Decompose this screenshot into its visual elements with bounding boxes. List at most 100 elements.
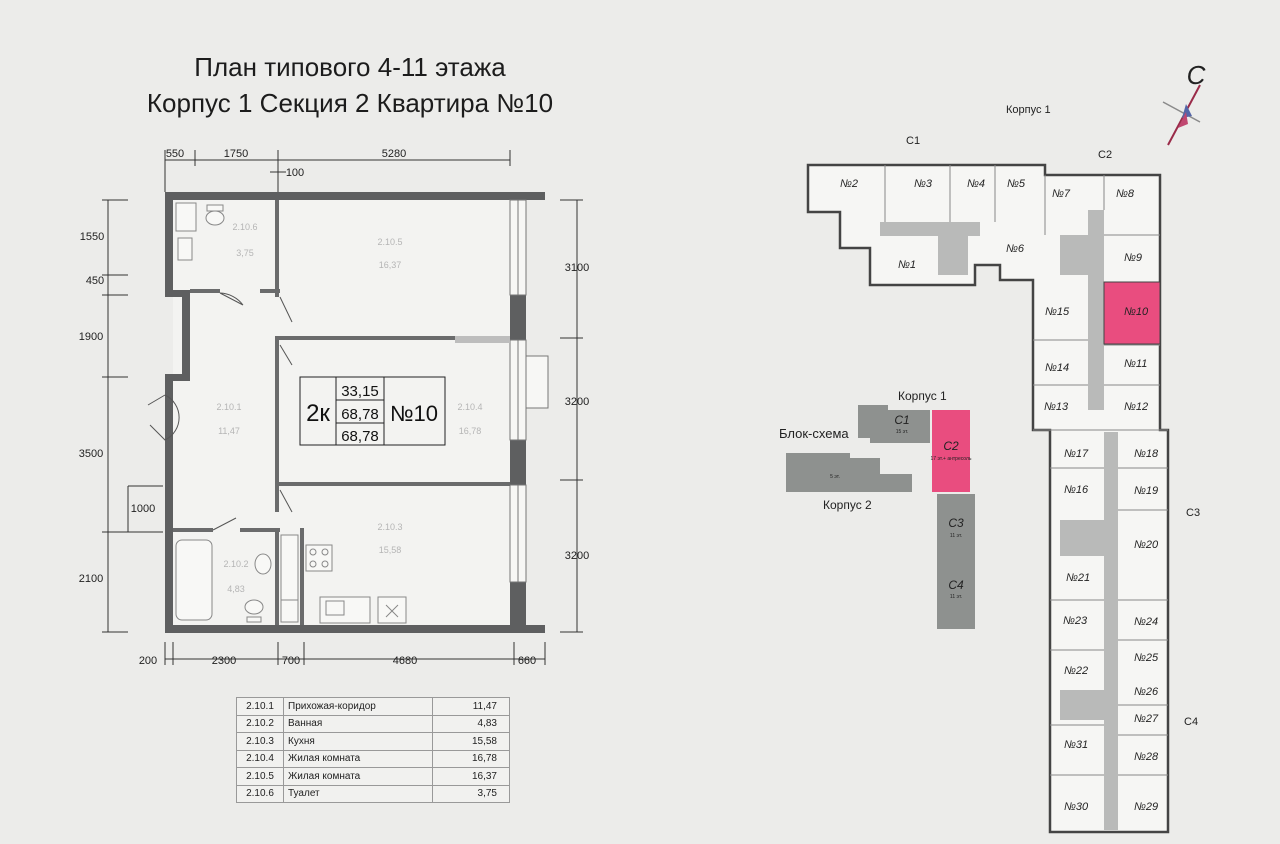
apartment-label: №5 [1007,178,1026,190]
apartment-label: №9 [1124,252,1143,264]
dim-right-3100: 3100 [565,262,589,274]
kitchen-fixtures [305,544,407,624]
dim-bottom-2300: 2300 [212,655,236,667]
apartment-label: №7 [1052,188,1071,200]
room-id: 2.10.3 [236,732,284,751]
apartment-label: №22 [1064,665,1089,677]
room-area-2.10.6: 3,75 [236,248,254,258]
dimension-lines [102,150,583,665]
room-id-2.10.4: 2.10.4 [457,402,482,412]
block-c1 [858,405,930,443]
block-c3-label: С3 [948,516,964,530]
apartment-label: №10 [1124,306,1149,318]
apartment-label: №27 [1134,713,1159,725]
room-id-2.10.2: 2.10.2 [223,559,248,569]
badge-area-total2: 68,78 [341,428,379,445]
dim-left-1550: 1550 [80,231,104,243]
dim-left-1900: 1900 [79,331,103,343]
apartment-label: №31 [1064,739,1089,751]
block-c3 [937,494,975,556]
map-building-label: Корпус 1 [1006,104,1051,116]
apartment-label: №4 [967,178,986,190]
dim-right-3200b: 3200 [565,550,589,562]
apartment-label: №12 [1124,401,1149,413]
dim-left-1000: 1000 [131,503,155,515]
plan-title-line1: План типового 4-11 этажа [194,52,506,82]
room-area-2.10.5: 16,37 [379,260,402,270]
dim-left-450: 450 [86,275,104,287]
block-c2-label: С2 [943,439,959,453]
outer-walls [165,192,545,633]
room-name: Жилая комната [283,767,433,786]
room-area: 4,83 [432,714,510,733]
block-shapes [786,405,975,629]
windows [509,199,549,583]
room-area-2.10.1: 11,47 [218,426,240,436]
dim-bottom-700: 700 [282,655,300,667]
section-label-c4: С4 [1184,716,1199,728]
badge-area-living: 33,15 [341,383,379,400]
badge-area-total: 68,78 [341,406,379,423]
dim-bottom-200: 200 [139,655,157,667]
apartment-label: №1 [898,259,917,271]
hatched-partition [455,336,510,343]
plan-title-line2: Корпус 1 Секция 2 Квартира №10 [146,88,554,118]
apartment-label: №19 [1134,485,1159,497]
block-c4 [937,556,975,629]
dim-top-5280: 5280 [382,148,406,160]
badge-type: 2к [306,400,330,427]
interior-walls [173,200,510,625]
compass-icon: С [1162,60,1206,146]
block-korpus2-floors: 5 эт. [830,474,840,480]
apartment-label: №28 [1134,751,1159,763]
apartment-label: №15 [1045,306,1070,318]
apartment-label: №16 [1064,484,1089,496]
apartment-label: №17 [1064,448,1089,460]
room-area: 3,75 [432,784,510,803]
block-c3-floors: 11 эт. [950,533,962,539]
section-label-c1: С1 [906,135,921,147]
room-id-2.10.5: 2.10.5 [377,237,402,247]
room-area-2.10.4: 16,78 [459,426,482,436]
room-id: 2.10.2 [236,714,284,733]
room-name: Туалет [283,784,433,803]
corridors [880,210,1118,830]
bathroom-fixtures [175,534,299,623]
apartment-label: №21 [1066,572,1091,584]
room-id: 2.10.6 [236,784,284,803]
highlight-apartment-10 [1103,281,1161,345]
block-korpus1-label: Корпус 1 [898,389,947,403]
dim-bottom-660: 660 [518,655,536,667]
room-name: Ванная [283,714,433,733]
block-c4-floors: 11 эт. [950,594,962,600]
dim-bottom-4680: 4680 [393,655,417,667]
apartment-label: №13 [1044,401,1069,413]
apartment-label: №3 [914,178,933,190]
badge-number: №10 [390,401,438,426]
apartment-label: №18 [1134,448,1159,460]
section-label-c3: С3 [1186,507,1201,519]
door-arcs [147,292,293,531]
apartment-label: №24 [1134,616,1159,628]
building-outline [806,163,1170,834]
block-korpus2-label: Корпус 2 [823,498,872,512]
apartment-label: №14 [1045,362,1070,374]
block-c1-floors: 15 эт. [896,429,909,435]
apartment-badge: 2к 33,15 68,78 68,78 №10 [299,376,446,446]
dim-right-3200a: 3200 [565,396,589,408]
block-korpus2 [786,453,912,492]
toilet-fixtures [175,202,225,261]
room-area-2.10.2: 4,83 [227,584,245,594]
block-c2-floors: 17 эт.+ антресоль [931,456,972,462]
compass-letter: С [1187,60,1206,90]
apartment-label: №30 [1064,801,1089,813]
apartment-label: №23 [1063,615,1088,627]
room-id-2.10.6: 2.10.6 [232,222,257,232]
